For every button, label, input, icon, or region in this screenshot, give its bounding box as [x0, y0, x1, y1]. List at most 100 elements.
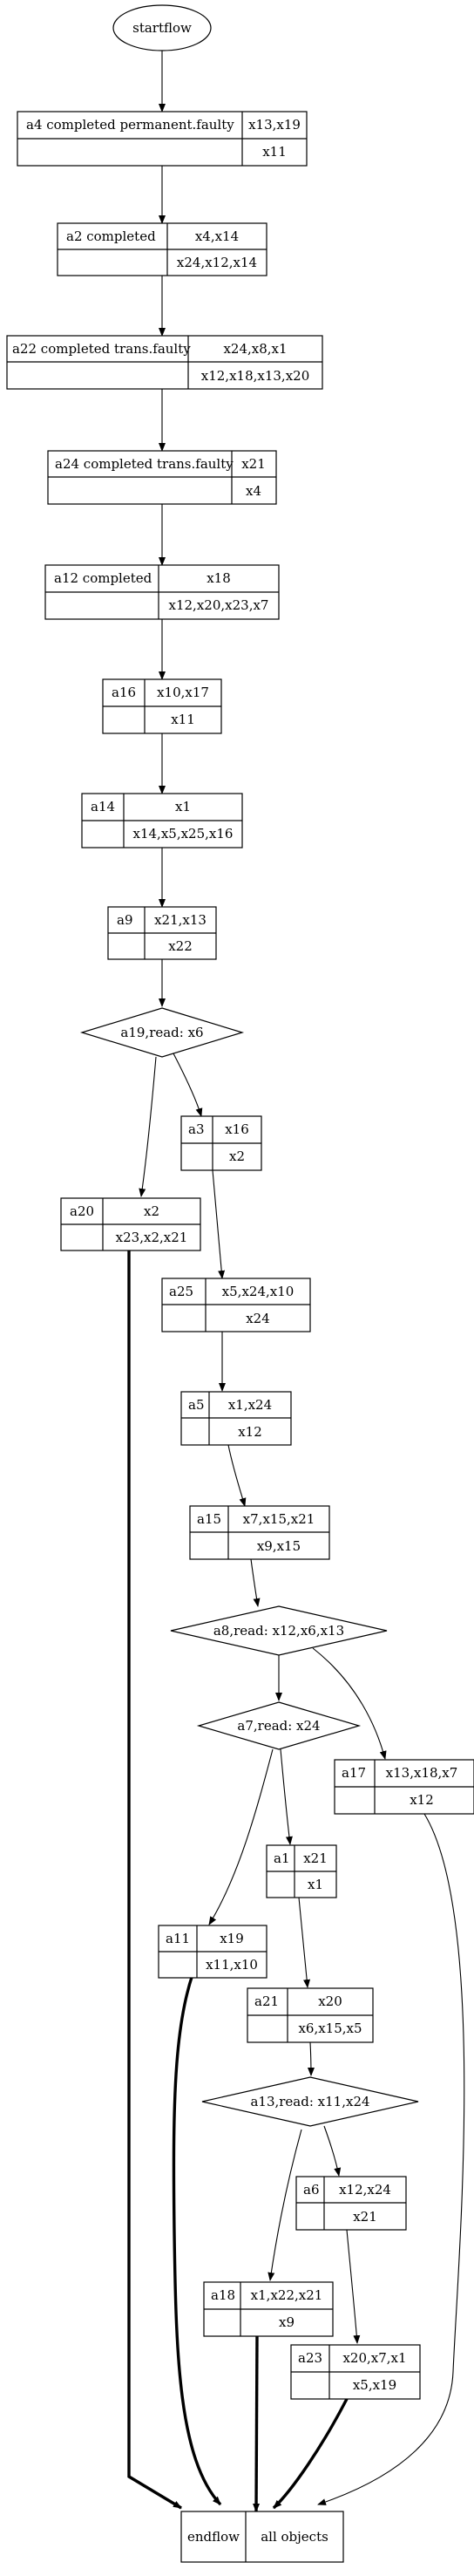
a25-top: x5,x24,x10 [222, 1284, 295, 1299]
a3-name: a3 [188, 1121, 205, 1137]
a1-bottom: x1 [308, 1877, 323, 1892]
a24-name: a24 completed trans.faulty [55, 456, 234, 472]
a13-label: a13,read: x11,x24 [250, 2094, 369, 2109]
a25-bottom: x24 [246, 1311, 270, 1326]
all-objects-label: all objects [261, 2529, 328, 2545]
edge-a3-a25 [212, 1169, 226, 1279]
edge-a21-a13 [307, 2041, 315, 2076]
a14-top: x1 [175, 799, 191, 814]
node-a5: a5 x1,x24 x12 [180, 1391, 292, 1446]
a24-bottom: x4 [246, 483, 261, 499]
a18-name: a18 [211, 2287, 235, 2303]
a9-top: x21,x13 [154, 912, 207, 928]
a21-top: x20 [318, 1993, 342, 2009]
a9-bottom: x22 [168, 938, 193, 954]
a20-bottom: x23,x2,x21 [116, 1230, 188, 1245]
a24-top: x21 [241, 456, 266, 472]
a4-bottom: x11 [262, 144, 287, 160]
edge-a13-a18 [267, 2129, 302, 2281]
decision-a19: a19,read: x6 [79, 1007, 245, 1058]
a17-top: x13,x18,x7 [386, 1765, 458, 1781]
edge-a17-all-objects [317, 1813, 465, 2505]
decision-a13: a13,read: x11,x24 [201, 2076, 419, 2127]
node-a1: a1 x21 x1 [266, 1844, 337, 1898]
node-a11: a11 x19 x11,x10 [158, 1925, 267, 1979]
edge-a20-endflow [127, 1251, 182, 2510]
a14-name: a14 [91, 799, 115, 814]
a5-top: x1,x24 [228, 1397, 272, 1413]
a23-top: x20,x7,x1 [342, 2350, 406, 2366]
edge-a11-endflow [172, 1955, 222, 2506]
edge-a23-all-objects [272, 2398, 349, 2510]
a6-bottom: x21 [353, 2209, 377, 2225]
a2-name: a2 completed [66, 228, 156, 244]
a15-top: x7,x15,x21 [243, 1511, 315, 1527]
a15-bottom: x9,x15 [257, 1538, 301, 1554]
node-a25: a25 x5,x24,x10 x24 [161, 1278, 311, 1332]
edge-a8-a17 [312, 1647, 387, 1760]
a19-label: a19,read: x6 [120, 1025, 203, 1040]
a17-name: a17 [342, 1765, 366, 1781]
a3-bottom: x2 [229, 1148, 245, 1164]
a4-name: a4 completed permanent.faulty [26, 117, 234, 133]
node-a3: a3 x16 x2 [180, 1115, 262, 1171]
node-a14: a14 x1 x14,x5,x25,x16 [81, 793, 243, 848]
node-a24: a24 completed trans.faulty x21 x4 [47, 450, 277, 505]
a17-bottom: x12 [410, 1792, 434, 1808]
node-a4: a4 completed permanent.faulty x13,x19 x1… [17, 111, 308, 167]
node-a16: a16 x10,x17 x11 [102, 678, 222, 734]
a2-bottom: x24,x12,x14 [177, 255, 257, 270]
startflow-label: startflow [132, 20, 192, 36]
node-endflow: endflow all objects [180, 2511, 344, 2563]
node-a6: a6 x12,x24 x21 [295, 2176, 407, 2231]
edge-a6-a23 [346, 2229, 361, 2344]
a22-bottom: x12,x18,x13,x20 [201, 368, 310, 384]
a7-label: a7,read: x24 [237, 1718, 320, 1734]
startflow-node: startflow [112, 4, 212, 51]
edge-a18-all-objects [253, 2335, 261, 2512]
a23-name: a23 [298, 2350, 322, 2366]
a15-name: a15 [197, 1511, 221, 1527]
a20-name: a20 [70, 1203, 94, 1219]
a12-name: a12 completed [54, 570, 152, 586]
edge-a5-a15 [227, 1444, 247, 1507]
a18-top: x1,x22,x21 [251, 2287, 323, 2303]
node-a18: a18 x1,x22,x21 x9 [203, 2281, 334, 2337]
node-a21: a21 x20 x6,x15,x5 [247, 1987, 374, 2043]
a25-name: a25 [169, 1284, 193, 1299]
a2-top: x4,x14 [195, 228, 239, 244]
a1-name: a1 [274, 1850, 290, 1866]
node-a2: a2 completed x4,x14 x24,x12,x14 [57, 222, 267, 276]
a5-name: a5 [188, 1397, 205, 1413]
a14-bottom: x14,x5,x25,x16 [133, 826, 234, 842]
a6-top: x12,x24 [339, 2182, 391, 2198]
a20-top: x2 [144, 1203, 159, 1219]
node-a20: a20 x2 x23,x2,x21 [60, 1197, 201, 1251]
edge-a19-a3 [173, 1053, 203, 1117]
a21-name: a21 [254, 1993, 279, 2009]
a11-name: a11 [166, 1931, 190, 1946]
a12-bottom: x12,x20,x23,x7 [169, 597, 269, 613]
a6-name: a6 [303, 2182, 320, 2198]
node-a17: a17 x13,x18,x7 x12 [334, 1759, 474, 1815]
node-a23: a23 x20,x7,x1 x5,x19 [290, 2344, 421, 2400]
node-a22: a22 completed trans.faulty x24,x8,x1 x12… [6, 335, 323, 390]
node-a15: a15 x7,x15,x21 x9,x15 [189, 1505, 330, 1560]
a9-name: a9 [117, 912, 133, 928]
decision-a8: a8,read: x12,x6,x13 [170, 1605, 388, 1656]
edge-a19-a20 [139, 1056, 157, 1197]
a5-bottom: x12 [238, 1424, 262, 1440]
endflow-label: endflow [187, 2529, 240, 2545]
edge-a1-a21 [298, 1897, 311, 1988]
a12-top: x18 [207, 570, 231, 586]
a16-name: a16 [112, 685, 136, 700]
a22-top: x24,x8,x1 [223, 341, 287, 357]
edges [127, 51, 465, 2512]
node-a9: a9 x21,x13 x22 [107, 906, 217, 960]
a16-bottom: x11 [171, 712, 195, 727]
a4-top: x13,x19 [248, 117, 301, 133]
a16-top: x10,x17 [157, 685, 209, 700]
a18-bottom: x9 [279, 2314, 295, 2330]
a11-bottom: x11,x10 [206, 1957, 258, 1973]
